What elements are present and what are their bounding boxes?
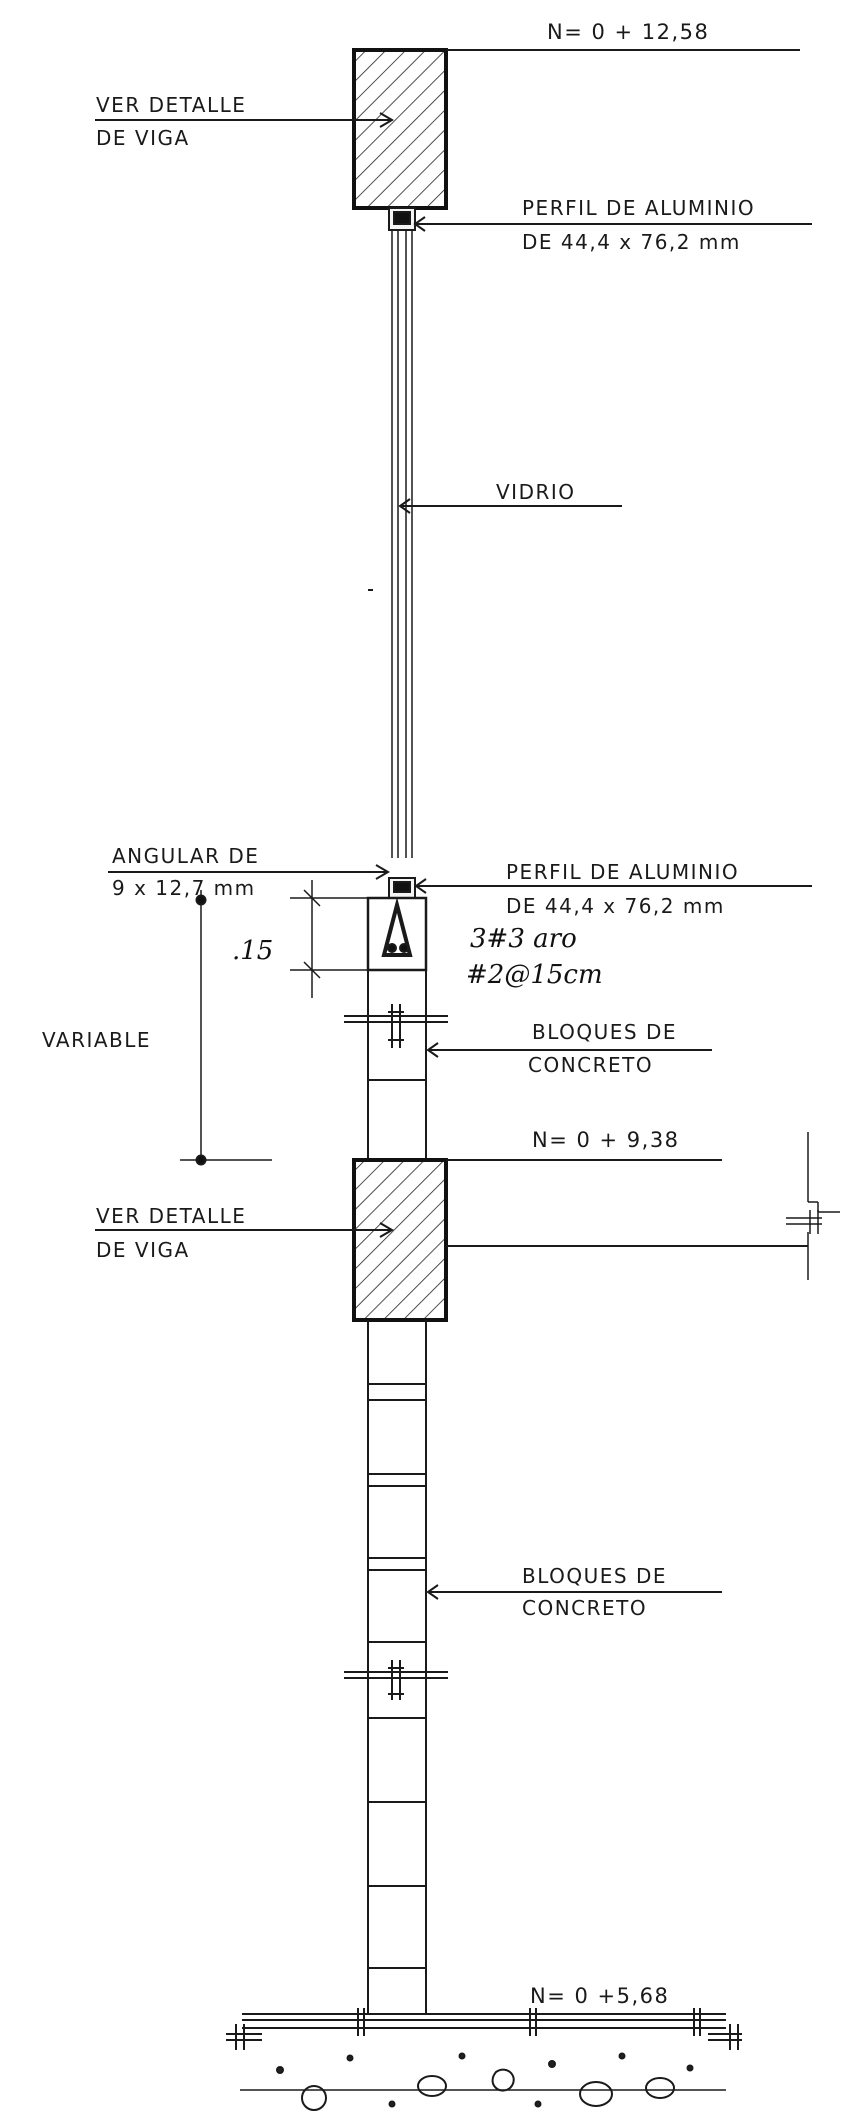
top-beam — [352, 48, 448, 210]
top-level-label: N= 0 + 12,58 — [547, 20, 710, 44]
middle-level-label: N= 0 + 9,38 — [532, 1128, 680, 1152]
middle-beam-note-line2: DE VIGA — [96, 1238, 190, 1262]
right-break-detail — [786, 1132, 840, 1280]
top-profile-note-line2: DE 44,4 x 76,2 mm — [522, 230, 741, 254]
bottom-profile-note-line1: PERFIL DE ALUMINIO — [506, 860, 740, 884]
top-aluminum-profile — [388, 207, 416, 231]
middle-beam-note-line1: VER DETALLE — [96, 1204, 247, 1228]
dimension-15 — [290, 880, 368, 998]
lower-blocks-note-line1: BLOQUES DE — [522, 1564, 667, 1588]
upper-blocks-note-line2: CONCRETO — [528, 1053, 654, 1077]
angle-note-line1: ANGULAR DE — [112, 844, 260, 868]
sill-bond-beam — [366, 896, 428, 972]
glass-label: VIDRIO — [496, 480, 576, 504]
rebar-note-line1: 3#3 aro — [470, 924, 577, 954]
bottom-profile-note-line2: DE 44,4 x 76,2 mm — [506, 894, 725, 918]
middle-beam — [352, 1158, 448, 1322]
top-beam-note-line1: VER DETALLE — [96, 93, 247, 117]
lower-block-column — [344, 1320, 448, 2014]
upper-blocks-note-line1: BLOQUES DE — [532, 1020, 677, 1044]
variable-dimension — [180, 890, 272, 1161]
top-profile-note-line1: PERFIL DE ALUMINIO — [522, 196, 756, 220]
angle-note-line2: 9 x 12,7 mm — [112, 876, 256, 900]
top-beam-note-line2: DE VIGA — [96, 126, 190, 150]
floor-slab — [226, 2008, 742, 2111]
rebar-note-line2: #2@15cm — [466, 960, 603, 990]
variable-label: VARIABLE — [42, 1028, 152, 1052]
lower-blocks-note-line2: CONCRETO — [522, 1596, 648, 1620]
dimension-15-label: .15 — [232, 936, 274, 966]
glass-pane — [391, 230, 413, 858]
upper-block-column — [344, 970, 448, 1158]
bottom-level-label: N= 0 +5,68 — [530, 1984, 670, 2008]
bottom-aluminum-profile — [388, 877, 416, 899]
